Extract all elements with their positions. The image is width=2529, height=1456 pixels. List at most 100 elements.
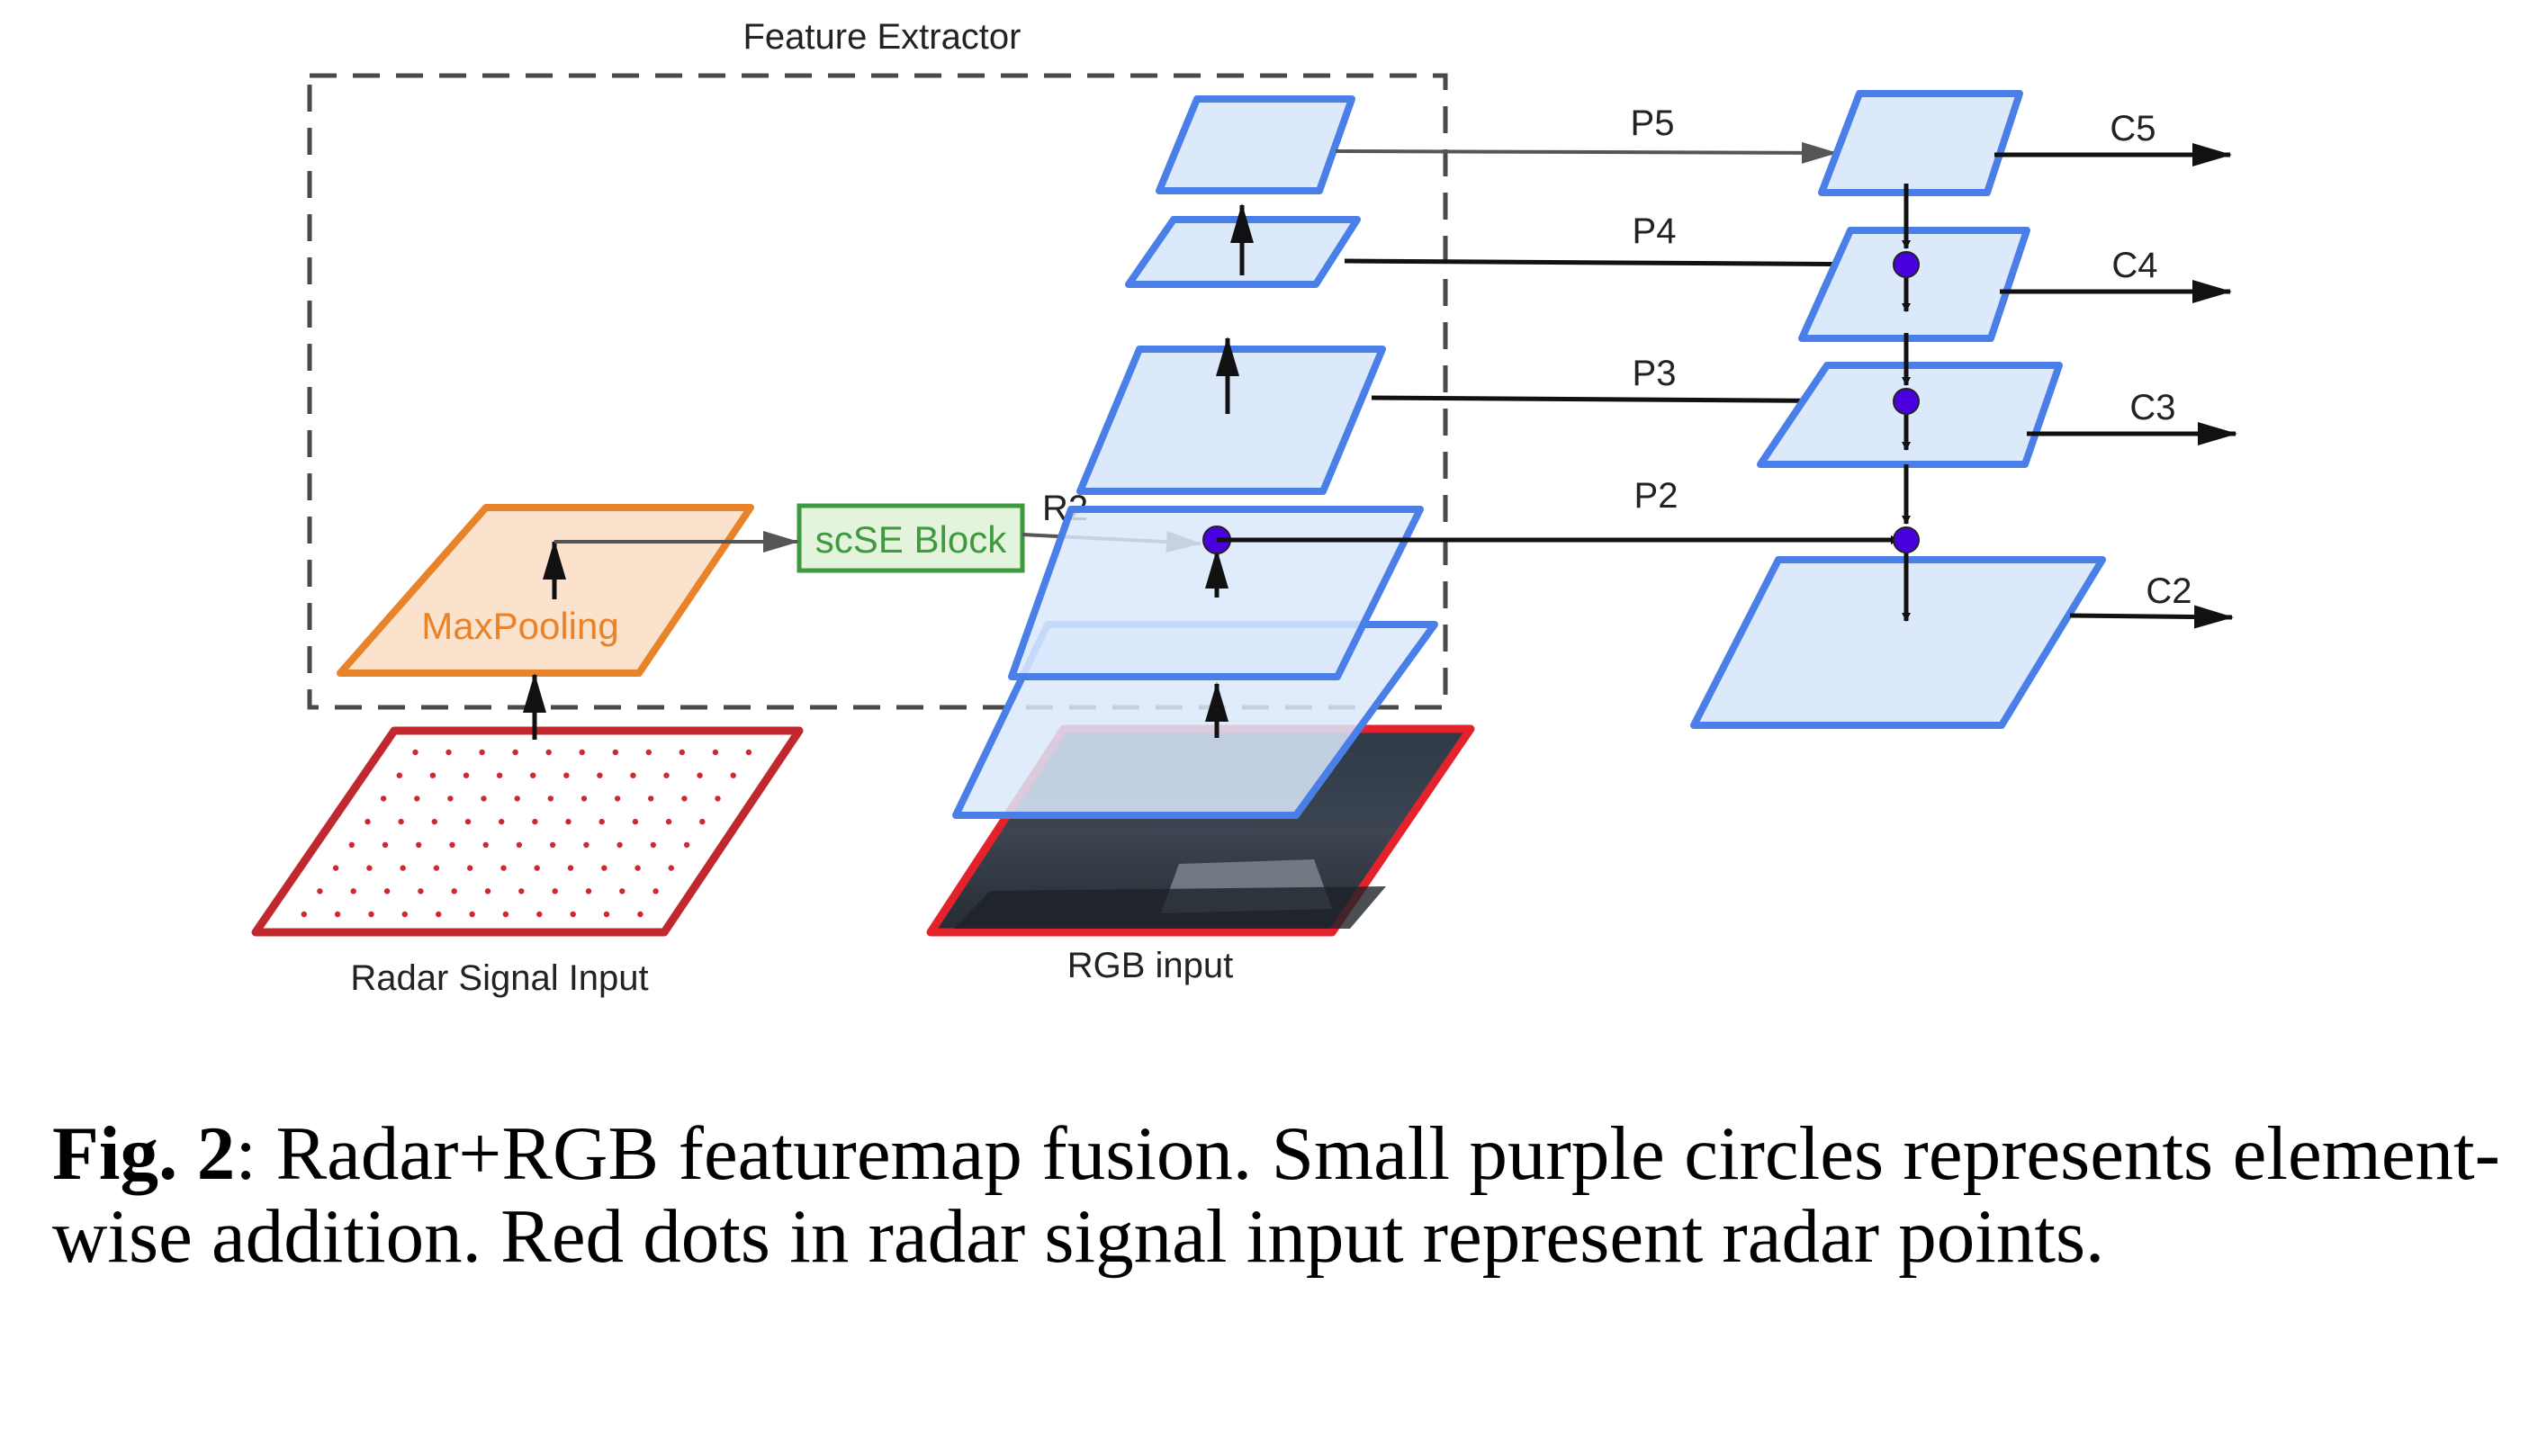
radar-point	[697, 772, 703, 778]
radar-point	[451, 888, 457, 894]
maxpooling-label: MaxPooling	[421, 605, 618, 647]
radar-point	[512, 749, 518, 756]
radar-point	[446, 749, 452, 756]
pyramid-level-p4	[1798, 227, 2030, 342]
radar-point	[683, 841, 690, 849]
figure-caption: Fig. 2: Radar+RGB featuremap fusion. Sma…	[52, 1112, 2500, 1278]
radar-point	[464, 818, 472, 825]
radar-point	[630, 772, 636, 778]
radar-point	[499, 818, 505, 825]
radar-point	[383, 888, 391, 894]
arrow-p4	[1344, 258, 1900, 269]
add-node-p2	[1893, 526, 1920, 553]
radar-point	[396, 772, 402, 778]
label-p5: P5	[1631, 103, 1675, 143]
arrow-p5	[1335, 141, 1838, 164]
radar-point	[334, 911, 341, 918]
radar-point	[570, 911, 576, 918]
radar-point	[583, 841, 590, 849]
add-node-p4	[1893, 251, 1920, 278]
pyramid-level-p2	[1690, 556, 2106, 729]
radar-point	[530, 772, 536, 778]
radar-point	[449, 841, 455, 849]
radar-point	[679, 749, 685, 756]
radar-point	[545, 749, 552, 756]
radar-point	[580, 795, 588, 802]
radar-input-plane	[251, 726, 804, 937]
pyramid-level-p5	[1818, 90, 2023, 196]
radar-point	[416, 841, 422, 849]
radar-point	[652, 888, 659, 894]
radar-point	[514, 795, 520, 802]
rgb-road-shape	[954, 886, 1386, 929]
radar-point	[481, 795, 487, 802]
radar-point	[366, 865, 373, 871]
radar-point	[516, 841, 523, 849]
label-c5: C5	[2110, 109, 2156, 148]
radar-point	[536, 911, 543, 918]
radar-point	[502, 911, 509, 918]
caption-text: : Radar+RGB featuremap fusion. Small pur…	[52, 1111, 2500, 1279]
radar-point	[463, 772, 470, 778]
radar-point	[597, 772, 603, 778]
feature-extractor-box	[307, 73, 1448, 710]
radar-point	[668, 865, 674, 871]
radar-point	[414, 795, 420, 802]
radar-point	[663, 772, 670, 778]
radar-point	[567, 865, 574, 871]
radar-point	[645, 749, 652, 756]
radar-point	[616, 841, 623, 849]
scse-block	[796, 503, 1025, 573]
radar-point	[699, 818, 706, 825]
radar-points	[301, 749, 752, 918]
radar-point	[496, 772, 503, 778]
radar-point	[745, 749, 752, 756]
radar-point	[401, 911, 408, 918]
fusion-diagram: Feature Extractor Radar Signal Input Max…	[251, 17, 2237, 998]
scse-label: scSE Block	[815, 518, 1007, 561]
radar-point	[431, 818, 437, 825]
radar-point	[364, 818, 371, 825]
radar-point	[484, 888, 491, 894]
label-p3: P3	[1633, 354, 1677, 393]
pyramid-level-p3	[1757, 362, 2063, 468]
radar-point	[418, 888, 424, 894]
radar-point	[348, 841, 355, 849]
radar-point	[632, 818, 639, 825]
feature-extractor-label: Feature Extractor	[742, 17, 1021, 57]
radar-input-label: Radar Signal Input	[350, 958, 648, 998]
radar-point	[479, 749, 485, 756]
radar-point	[467, 865, 473, 871]
radar-point	[585, 888, 592, 894]
radar-point	[634, 865, 641, 871]
radar-point	[614, 795, 621, 802]
radar-point	[317, 888, 323, 894]
label-c2: C2	[2146, 571, 2192, 611]
radar-point	[500, 865, 507, 871]
radar-point	[730, 772, 736, 778]
radar-point	[469, 911, 475, 918]
radar-point	[552, 888, 558, 894]
backbone-level-c5	[1156, 95, 1355, 194]
backbone-level-c3	[1076, 346, 1386, 495]
radar-point	[350, 888, 356, 894]
radar-point	[332, 865, 339, 871]
radar-point	[380, 795, 387, 802]
caption-label: Fig. 2	[52, 1111, 236, 1196]
radar-point	[429, 772, 436, 778]
arrow-c2-out	[2069, 605, 2234, 629]
radar-point	[398, 818, 404, 825]
radar-point	[598, 818, 605, 825]
radar-point	[565, 818, 572, 825]
label-p2: P2	[1634, 476, 1678, 516]
radar-point	[603, 911, 610, 918]
radar-point	[382, 841, 389, 849]
radar-point	[601, 865, 608, 871]
radar-point	[579, 749, 585, 756]
radar-point	[532, 818, 538, 825]
radar-point	[368, 911, 374, 918]
radar-point	[400, 865, 406, 871]
radar-point	[301, 911, 307, 918]
radar-point	[715, 795, 721, 802]
radar-point	[482, 841, 489, 849]
